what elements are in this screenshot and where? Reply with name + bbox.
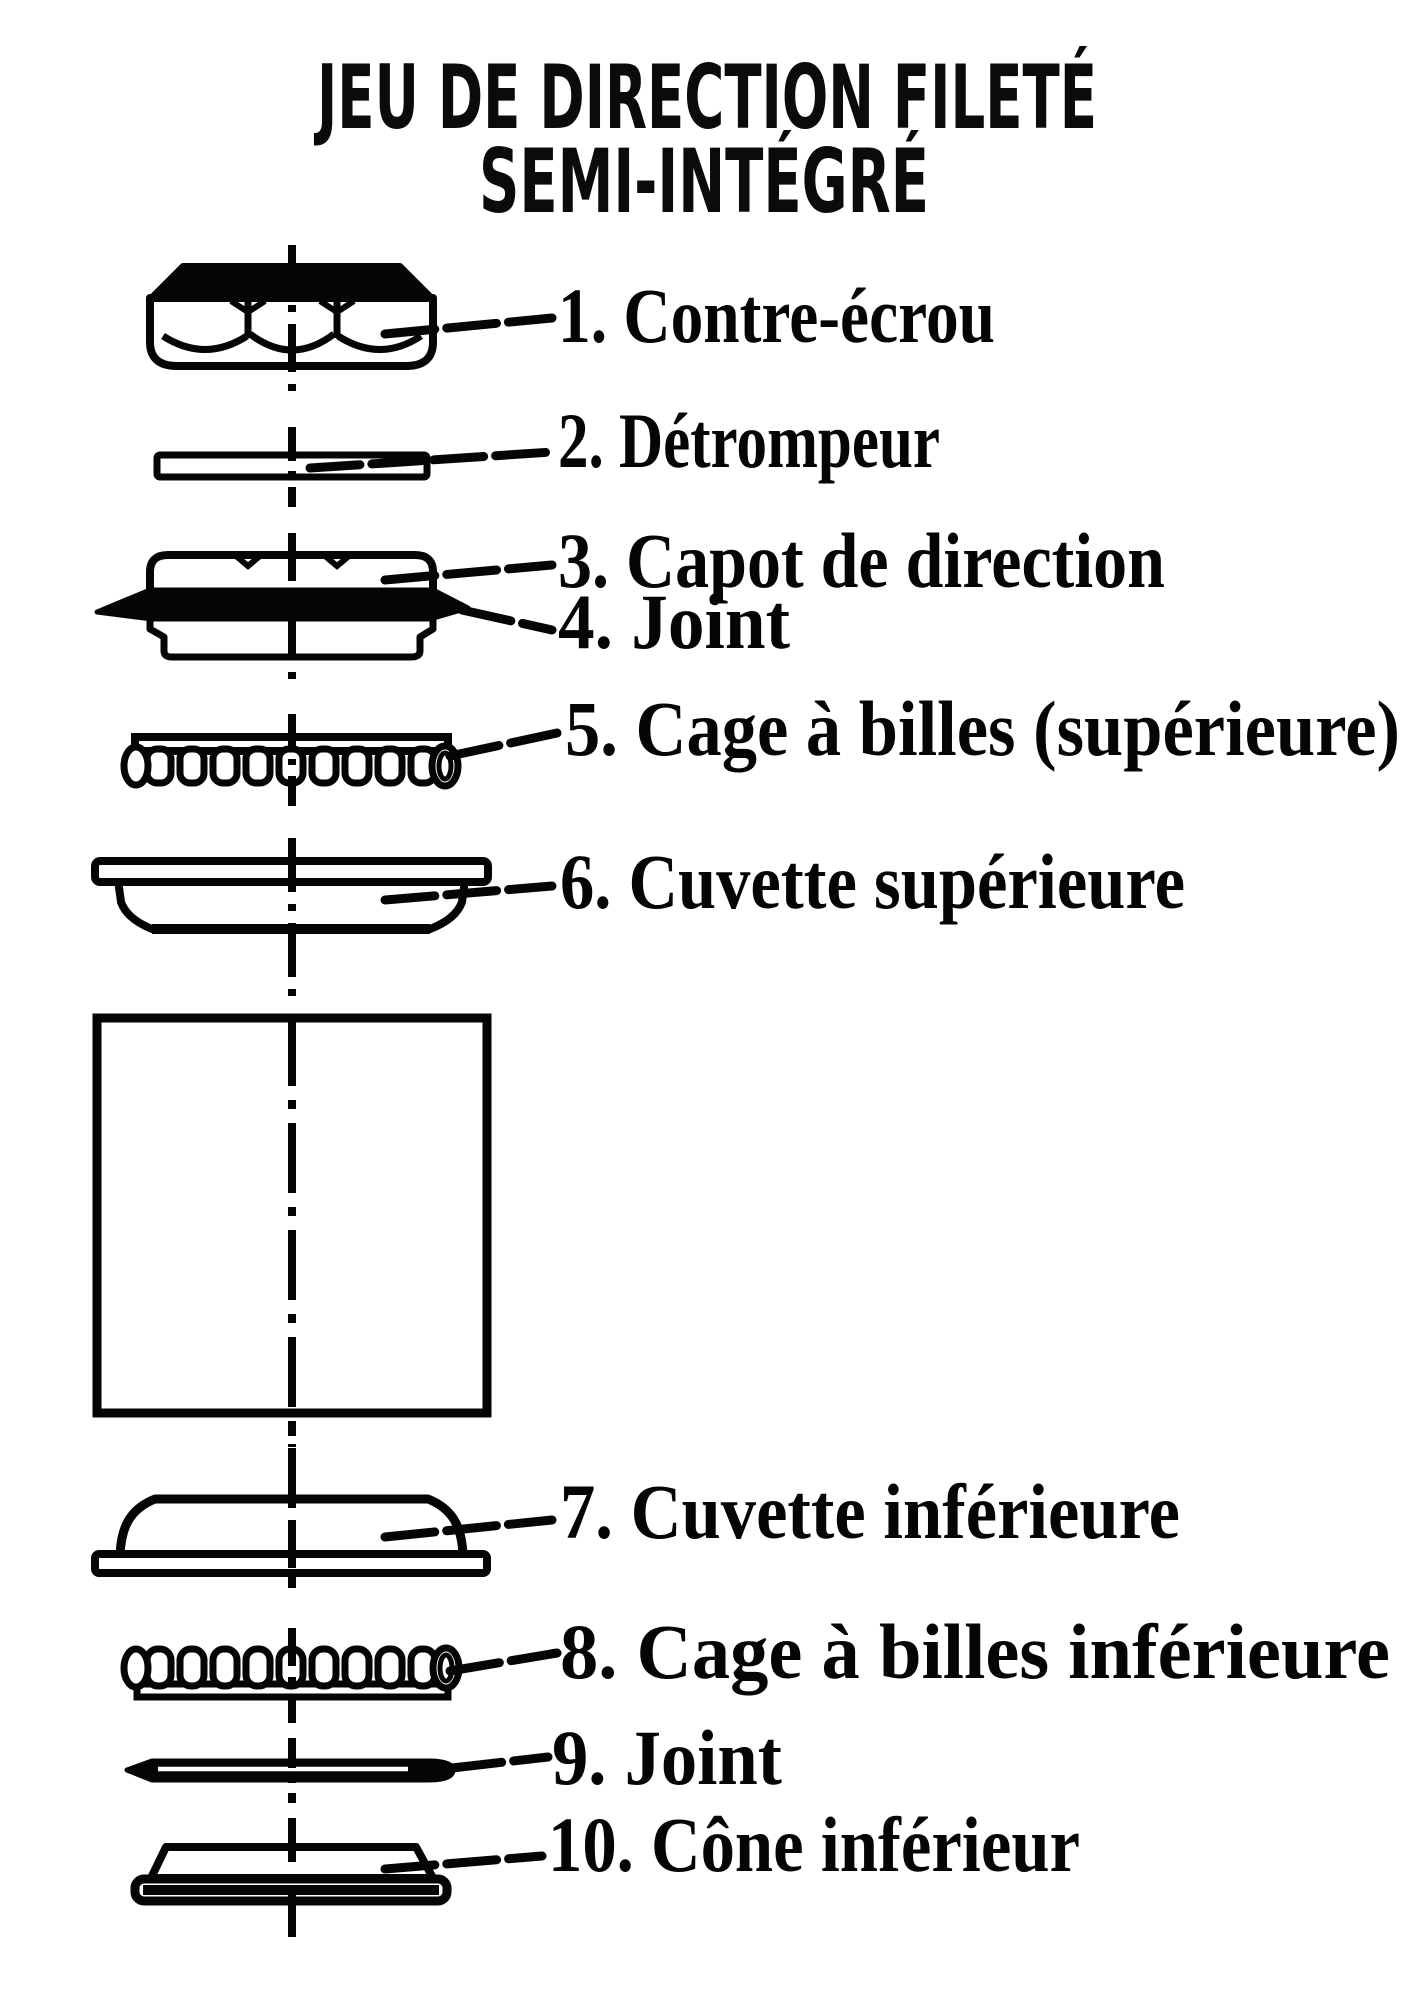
cover-cap-notches: [234, 553, 351, 570]
leader-line-6: [380, 881, 557, 905]
leader-line-9: [447, 1752, 553, 1773]
title-line-1: JEU DE DIRECTION FILETÉ: [314, 46, 1097, 149]
upper-cage-balls: [120, 742, 462, 790]
locknut-facet-lines: [244, 301, 341, 338]
leader-line-8: [445, 1648, 562, 1676]
part-drawing-contre-ecrou: [146, 263, 437, 370]
label-detrompeur: 2. Détrompeur: [558, 397, 940, 484]
title-line-2: SEMI-INTÉGRÉ: [479, 130, 929, 233]
leader-line-3: [380, 560, 557, 585]
label-cuvette-inferieure: 7. Cuvette inférieure: [560, 1468, 1180, 1555]
label-capot-de-direction: 3. Capot de direction: [558, 517, 1165, 604]
leader-line-1: [380, 313, 557, 339]
locknut-top-notches: [229, 298, 356, 316]
leader-line-7: [380, 1515, 557, 1542]
label-joint-inferieur: 9. Joint: [552, 1714, 782, 1801]
label-joint-superieur: 4. Joint: [558, 578, 790, 665]
seal-band: [94, 587, 471, 622]
leader-line-2: [305, 447, 557, 473]
label-contre-ecrou: 1. Contre-écrou: [558, 272, 995, 359]
leader-lines: [305, 313, 562, 1874]
page-title: JEU DE DIRECTION FILETÉ SEMI-INTÉGRÉ: [314, 46, 1097, 233]
part-drawing-capot-et-joint: [94, 551, 471, 661]
label-cone-inferieur: 10. Cône inférieur: [548, 1801, 1080, 1888]
part-labels: 1. Contre-écrou 2. Détrompeur 3. Capot d…: [548, 272, 1400, 1888]
label-cuvette-superieure: 6. Cuvette supérieure: [560, 838, 1185, 925]
leader-line-10: [380, 1851, 547, 1874]
label-cage-billes-superieure: 5. Cage à billes (supérieure): [565, 685, 1400, 772]
lower-cage-balls: [120, 1644, 463, 1692]
label-cage-billes-inferieure: 8. Cage à billes inférieure: [560, 1608, 1390, 1695]
leader-line-5: [445, 728, 562, 761]
leader-line-4: [457, 605, 557, 635]
